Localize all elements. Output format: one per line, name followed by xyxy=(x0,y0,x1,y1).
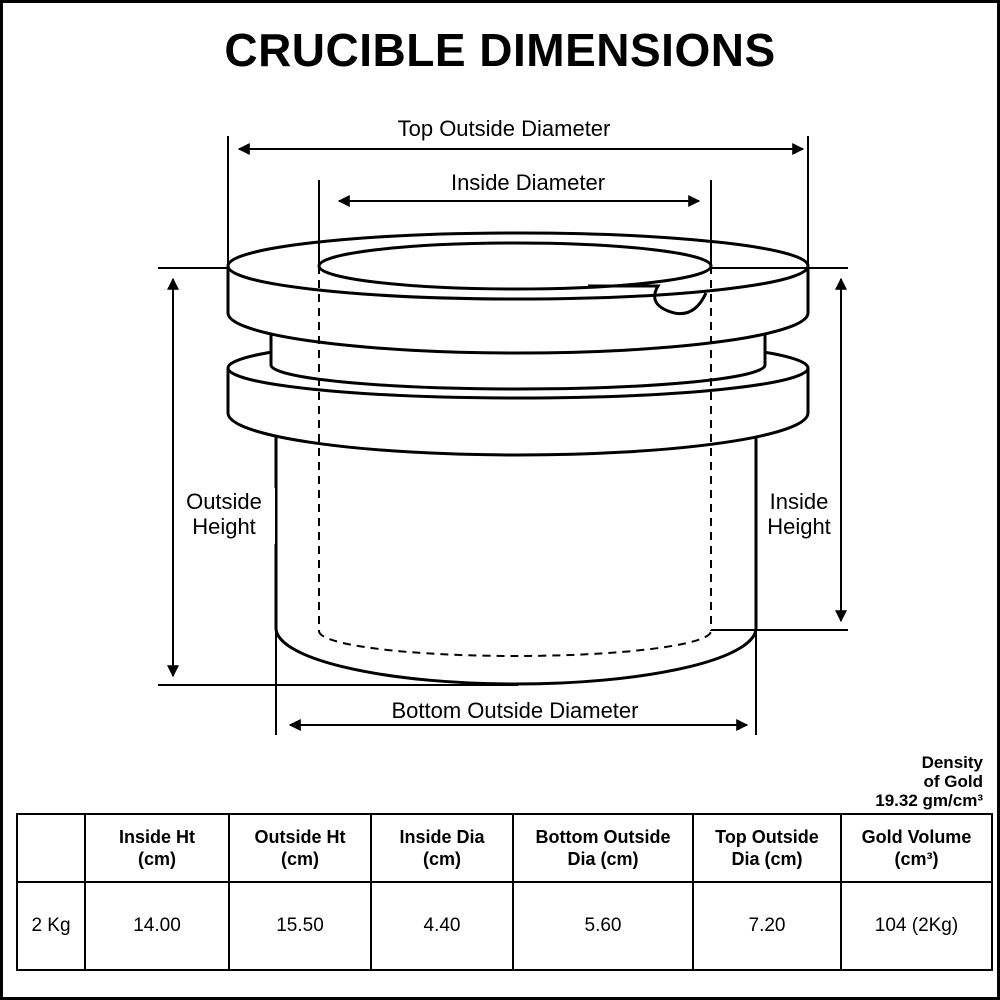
table-header-cell xyxy=(16,813,86,883)
table-cell-bottom-outside-dia: 5.60 xyxy=(512,881,694,971)
label-outside-height-line1: Outside xyxy=(186,489,262,514)
dimensions-table: Inside Ht(cm) Outside Ht(cm) Inside Dia(… xyxy=(16,813,993,971)
table-row: 2 Kg 14.00 15.50 4.40 5.60 7.20 104 (2Kg… xyxy=(16,881,993,971)
table-cell-inside-ht: 14.00 xyxy=(84,881,230,971)
density-line1: Density xyxy=(921,753,983,772)
label-bottom-outside-diameter: Bottom Outside Diameter xyxy=(392,698,639,723)
density-line2: of Gold xyxy=(923,772,983,791)
inner-floor xyxy=(318,630,712,657)
table-cell-gold-volume: 104 (2Kg) xyxy=(840,881,993,971)
table-header-cell: Outside Ht(cm) xyxy=(228,813,372,883)
density-note: Density of Gold 19.32 gm/cm³ xyxy=(823,753,983,810)
density-line3: 19.32 gm/cm³ xyxy=(875,791,983,810)
table-header-row: Inside Ht(cm) Outside Ht(cm) Inside Dia(… xyxy=(16,813,993,883)
table-header-cell: Gold Volume(cm³) xyxy=(840,813,993,883)
page-title: CRUCIBLE DIMENSIONS xyxy=(224,24,776,76)
label-inside-height-line2: Height xyxy=(767,514,831,539)
crucible-lower-body xyxy=(274,423,758,686)
label-outside-height-line2: Height xyxy=(192,514,256,539)
table-header-cell: Inside Ht(cm) xyxy=(84,813,230,883)
table-cell-inside-dia: 4.40 xyxy=(370,881,514,971)
extension-lines xyxy=(158,136,848,735)
label-inside-height-line1: Inside xyxy=(770,489,829,514)
dimension-arrows xyxy=(167,143,847,731)
table-cell-outside-ht: 15.50 xyxy=(228,881,372,971)
label-inside-diameter: Inside Diameter xyxy=(451,170,605,195)
inner-cavity-hidden-lines xyxy=(318,266,712,657)
label-top-outside-diameter: Top Outside Diameter xyxy=(398,116,611,141)
crucible-spout xyxy=(588,284,708,316)
crucible-body xyxy=(226,231,810,686)
crucible-diagram: Top Outside Diameter Inside Diameter Out… xyxy=(158,115,848,735)
table-cell-top-outside-dia: 7.20 xyxy=(692,881,842,971)
table-header-cell: Inside Dia(cm) xyxy=(370,813,514,883)
table-cell-size: 2 Kg xyxy=(16,881,86,971)
